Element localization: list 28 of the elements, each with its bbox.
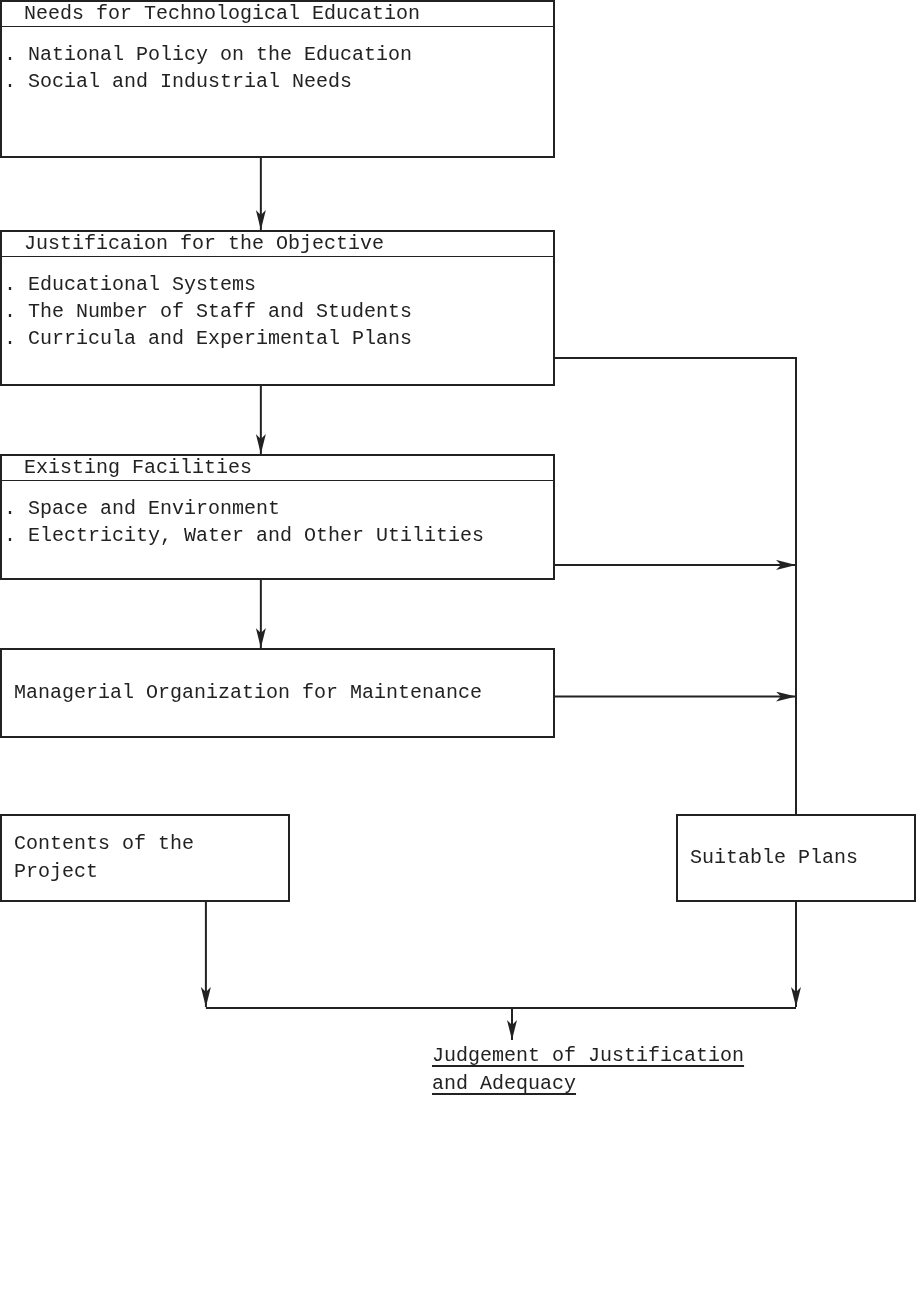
process-box: [0, 814, 290, 902]
arrow: [255, 579, 266, 649]
process-box: [0, 230, 555, 386]
box-label: Contents of the Project: [13, 831, 196, 885]
bullet-item: . Social and Industrial Needs: [3, 69, 354, 95]
bullet-item: . Electricity, Water and Other Utilities: [3, 523, 486, 549]
bullet-item: . The Number of Staff and Students: [3, 299, 414, 325]
arrow: [554, 691, 797, 702]
process-box: [0, 0, 555, 158]
result-text: Judgement of Justification and Adequacy: [431, 1043, 746, 1097]
box-heading: Existing Facilities: [2, 456, 553, 481]
bullet-item: . Curricula and Experimental Plans: [3, 326, 414, 352]
bullet-item: . National Policy on the Education: [3, 42, 414, 68]
arrow: [255, 385, 266, 455]
bullet-item: . Space and Environment: [3, 496, 282, 522]
arrow: [791, 901, 801, 1008]
box-label: Suitable Plans: [689, 845, 860, 871]
connector-line: [204, 1007, 797, 1041]
box-heading: Needs for Technological Education: [2, 2, 553, 27]
process-box: [0, 454, 555, 580]
bullet-item: . Educational Systems: [3, 272, 258, 298]
arrow: [200, 901, 211, 1008]
process-box: [676, 814, 916, 902]
arrow: [255, 157, 266, 231]
arrow: [554, 559, 797, 570]
process-box: [0, 648, 555, 738]
box-label: Managerial Organization for Maintenance: [13, 680, 484, 706]
box-heading: Justificaion for the Objective: [2, 232, 553, 257]
